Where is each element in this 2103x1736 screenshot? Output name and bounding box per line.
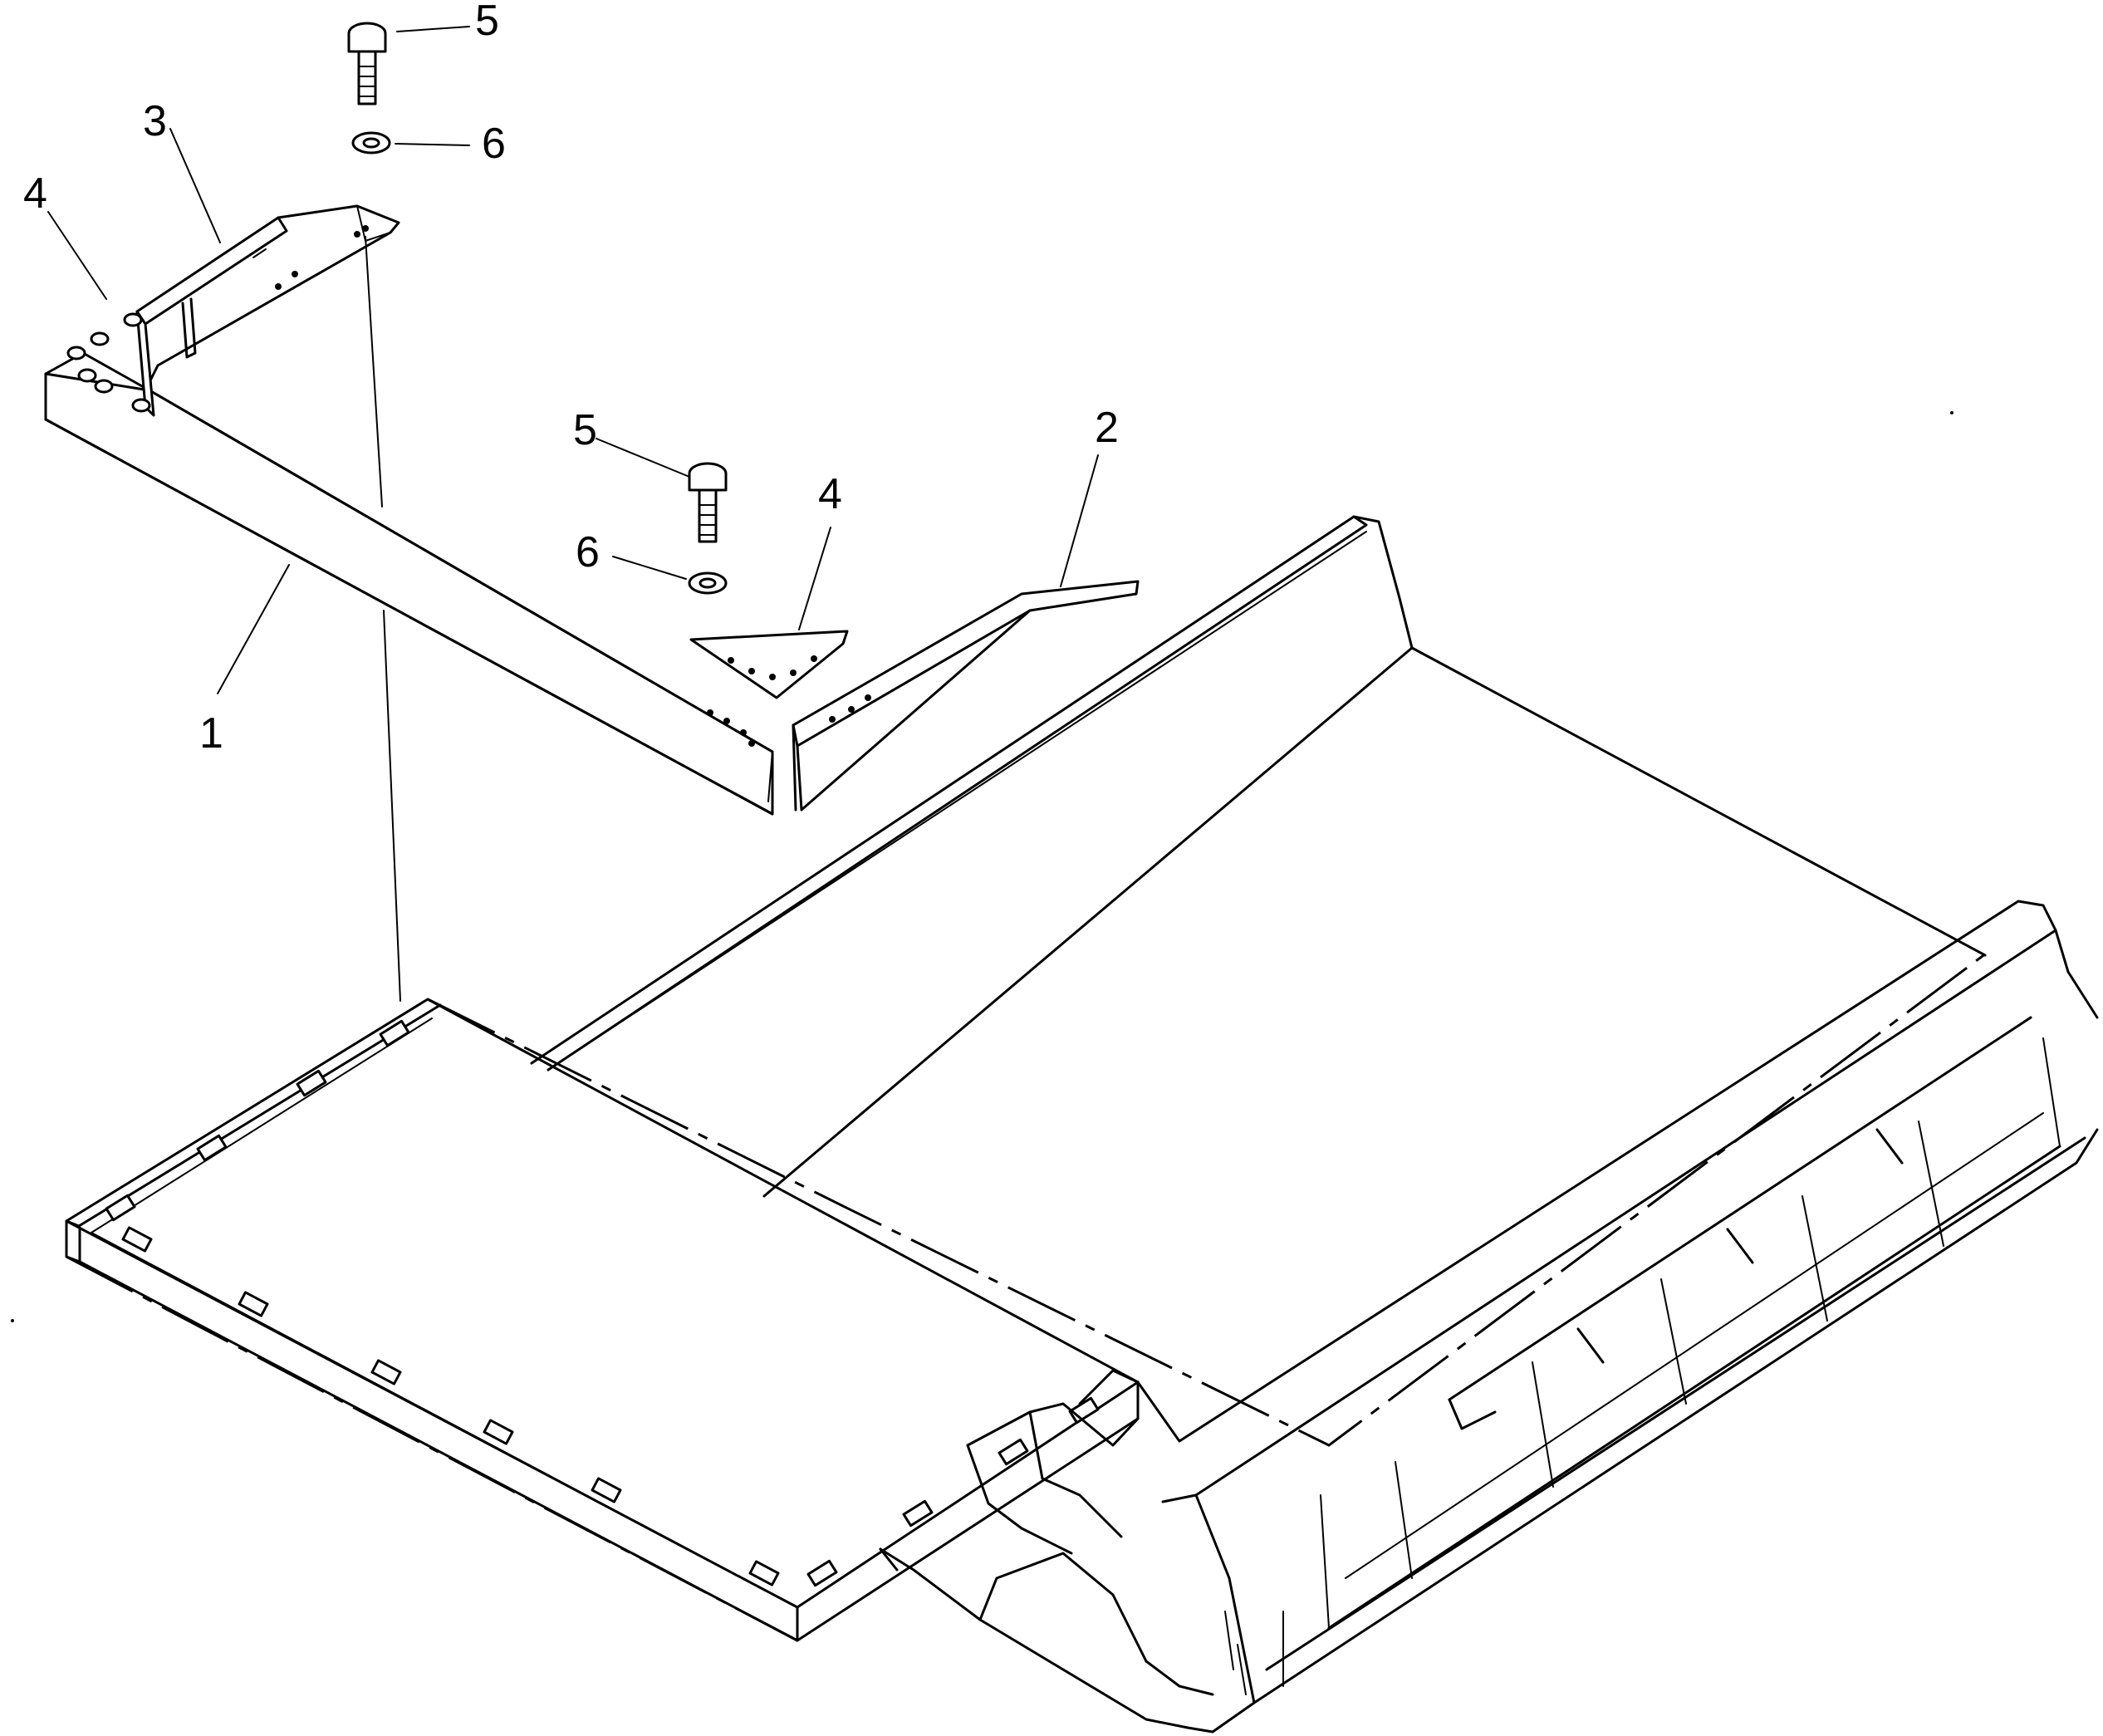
callout-5-upper: 5 [475, 0, 499, 45]
part-4-gusset [689, 630, 849, 699]
part-5-bolt-top [347, 22, 387, 105]
callout-4-upper: 4 [23, 169, 47, 218]
registration-dot [1950, 411, 1953, 414]
callout-2: 2 [1095, 404, 1119, 452]
callout-numbers: 1 2 3 4 4 5 5 6 6 [23, 0, 1119, 758]
callout-3: 3 [143, 97, 167, 145]
part-3-bracket [135, 204, 400, 392]
part-4-upper-plate [66, 310, 155, 417]
part-6-washer-mid [688, 571, 728, 595]
part-2-angle [792, 580, 1140, 812]
dump-body [65, 515, 2099, 1734]
alignment-line-left-lower [383, 610, 401, 1002]
part-6-washer-top [351, 131, 391, 154]
part-1-rail [44, 351, 774, 816]
right-side-wall [879, 900, 2099, 1734]
registration-dot-left [11, 1319, 14, 1322]
part-5-bolt-mid [688, 462, 728, 543]
bolt-heads-upper [66, 312, 151, 413]
canopy-plate [65, 998, 1140, 1642]
canopy-clips [105, 1019, 1100, 1587]
callout-1: 1 [199, 709, 223, 758]
callout-5-lower: 5 [573, 406, 597, 454]
callout-6-upper: 6 [482, 120, 506, 168]
alignment-line-left [365, 236, 383, 508]
leader-lines [47, 26, 1099, 694]
callout-4-lower: 4 [818, 470, 842, 518]
callout-6-lower: 6 [576, 528, 600, 576]
